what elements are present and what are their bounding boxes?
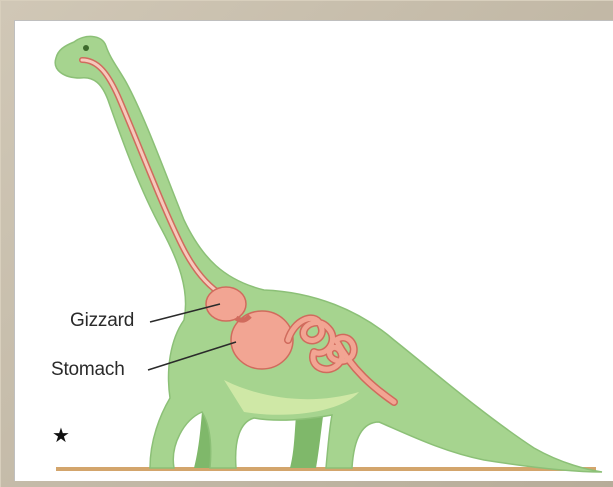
gizzard-organ — [206, 287, 246, 321]
sauropod-digestion-diagram — [14, 20, 613, 481]
gizzard-label: Gizzard — [70, 310, 134, 332]
eye — [83, 45, 89, 51]
stomach-label: Stomach — [51, 359, 125, 381]
star-mark: ★ — [52, 426, 70, 446]
diagram-canvas: Gizzard Stomach ★ — [14, 20, 613, 481]
